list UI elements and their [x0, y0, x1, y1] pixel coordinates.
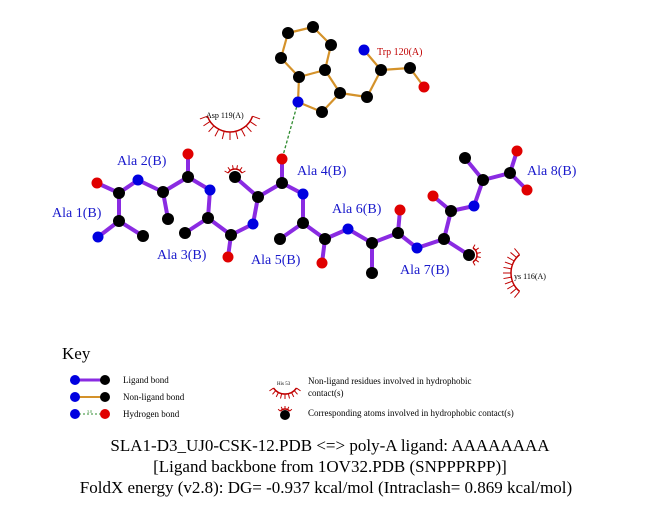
key-hydrogen-bond-label: Hydrogen bond [123, 409, 180, 419]
nitrogen-atom [204, 184, 216, 196]
oxygen-atom [394, 204, 406, 216]
key-carbon-atom [100, 375, 110, 385]
carbon-atom [275, 52, 287, 64]
hydrophobic-contact-asp119-icon [199, 115, 261, 140]
key-example-residue: His 53 [277, 382, 291, 387]
key-atom-lashes [277, 406, 293, 412]
carbon-atom [404, 62, 416, 74]
hydrophobic-contact-lys116-icon [503, 248, 521, 298]
nitrogen-atom [468, 200, 480, 212]
key-hbond-distance: 3.0 [87, 409, 92, 414]
carbon-atom [182, 171, 194, 183]
carbon-atom [366, 267, 378, 279]
oxygen-atom [182, 148, 194, 160]
ligand-label-ala3: Ala 3(B) [157, 248, 207, 263]
oxygen-atom [316, 257, 328, 269]
carbon-atom [276, 177, 288, 189]
caption-line-3: FoldX energy (v2.8): DG= -0.937 kcal/mol… [80, 478, 572, 497]
key-nonligand-residues-label: Non-ligand residues involved in hydropho… [308, 376, 471, 386]
carbon-atom [113, 215, 125, 227]
caption-line-2: [Ligand backbone from 1OV32.PDB (SNPPPRP… [153, 457, 507, 476]
carbon-atom [252, 191, 264, 203]
carbon-atom [504, 167, 516, 179]
carbon-atom [162, 213, 174, 225]
carbon-atom [445, 205, 457, 217]
carbon-atom [438, 233, 450, 245]
key-nonligand-bond [70, 392, 110, 402]
nitrogen-atom [247, 218, 259, 230]
nitrogen-atom [358, 44, 370, 56]
key-nonligand-residues-label-2: contact(s) [308, 388, 343, 398]
carbon-atom [297, 217, 309, 229]
carbon-atom [463, 249, 475, 261]
key-hydrogen-bond: 3.0 [70, 409, 110, 419]
ligand-label-ala7: Ala 7(B) [400, 263, 450, 278]
carbon-atom [477, 174, 489, 186]
carbon-atom [282, 27, 294, 39]
residue-label-asp119: Asp 119(A) [206, 111, 244, 120]
oxygen-atom [418, 81, 430, 93]
key-nonligand-bond-label: Non-ligand bond [123, 392, 185, 402]
key-ligand-bond-label: Ligand bond [123, 375, 169, 385]
key-hydrophobic-atom-lashes [277, 406, 293, 412]
key-nitrogen-atom [70, 375, 80, 385]
hydrophobic-atom-contact-icon [224, 165, 246, 174]
oxygen-atom [511, 145, 523, 157]
nitrogen-atom [132, 174, 144, 186]
carbon-atom [366, 237, 378, 249]
oxygen-atom [91, 177, 103, 189]
key-hydrophobic-lashes [269, 387, 301, 399]
oxygen-atom [427, 190, 439, 202]
key-title: Key [62, 344, 91, 363]
nitrogen-atom [292, 96, 304, 108]
carbon-atom [334, 87, 346, 99]
residue-label-lys116: ys 116(A) [514, 272, 546, 281]
carbon-atom [375, 64, 387, 76]
ligand-label-ala2: Ala 2(B) [117, 154, 167, 169]
carbon-atom [319, 233, 331, 245]
caption-line-1: SLA1-D3_UJ0-CSK-12.PDB <=> poly-A ligand… [110, 436, 550, 455]
hydrophobic-contacts [199, 115, 521, 298]
residue-label-trp120: Trp 120(A) [377, 47, 422, 58]
oxygen-atom [222, 251, 234, 263]
carbon-atom [225, 229, 237, 241]
carbon-atom [137, 230, 149, 242]
key-corresponding-atoms-label: Corresponding atoms involved in hydropho… [308, 408, 514, 418]
hydrophobic-atom-contact-icon [472, 244, 481, 266]
carbon-atom [319, 64, 331, 76]
key-hydrophobic-atom-icon [280, 410, 290, 420]
bonds [95, 25, 529, 275]
key-ligand-bond [70, 375, 110, 385]
carbon-atom [202, 212, 214, 224]
carbon-atom [113, 187, 125, 199]
nitrogen-atom [342, 223, 354, 235]
carbon-atom [157, 186, 169, 198]
hydrogen-bond [281, 101, 299, 160]
carbon-atom [179, 227, 191, 239]
ligand-label-ala6: Ala 6(B) [332, 202, 382, 217]
ligand-label-ala8: Ala 8(B) [527, 164, 577, 179]
carbon-atom [392, 227, 404, 239]
nitrogen-atom [92, 231, 104, 243]
atoms [91, 21, 533, 279]
nitrogen-atom [411, 242, 423, 254]
carbon-atom [293, 71, 305, 83]
carbon-atom [459, 152, 471, 164]
carbon-atom [229, 171, 241, 183]
ligand-label-ala4: Ala 4(B) [297, 164, 347, 179]
oxygen-atom [521, 184, 533, 196]
carbon-atom [307, 21, 319, 33]
ligand-label-ala5: Ala 5(B) [251, 253, 301, 268]
carbon-atom [316, 106, 328, 118]
carbon-atom [274, 233, 286, 245]
carbon-atom [361, 91, 373, 103]
nitrogen-atom [297, 188, 309, 200]
carbon-atom [325, 39, 337, 51]
key-hydrophobic-residue-icon [269, 387, 301, 399]
oxygen-atom [276, 153, 288, 165]
ligand-label-ala1: Ala 1(B) [52, 206, 102, 221]
